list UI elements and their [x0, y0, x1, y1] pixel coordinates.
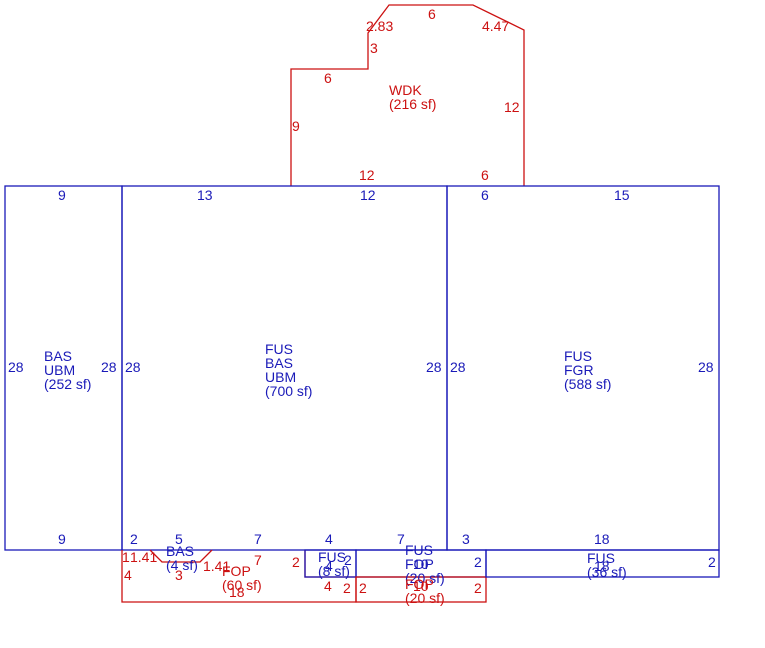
fgr-dim-top-right: 15	[614, 187, 630, 203]
fus-small-area: (8 sf)	[318, 563, 350, 579]
main-code-2: BAS	[265, 355, 293, 371]
fop-dim-left: 4	[124, 567, 132, 583]
fop-dim-diag-right: 1.41	[203, 558, 230, 574]
fgr-code-1: FUS	[564, 348, 592, 364]
fgr-dim-bottom: 18	[594, 531, 610, 547]
bas-small-code: BAS	[166, 543, 194, 559]
fus-small-dim-right: 2	[344, 552, 352, 568]
wdk-dim-right: 12	[504, 99, 520, 115]
main-dim-bottom-5: 7	[397, 531, 405, 547]
wdk-dim-bottom-right: 6	[481, 167, 489, 183]
wdk-dim-step: 6	[324, 70, 332, 86]
fus-fop-dim-bottom: 10	[413, 578, 429, 594]
bas-small-outline	[149, 549, 213, 563]
fus-fop-dim-right-upper: 2	[474, 554, 482, 570]
main-section: 13 12 28 28 2 5 7 4 7 FUS BAS UBM (700 s…	[121, 185, 448, 551]
fus-fop-dim-top: 10	[413, 556, 429, 572]
fus-small-dim-left: 4	[325, 558, 333, 574]
fus-fop-lower-outline	[355, 576, 487, 603]
bottom-strip: 1 1.41 4 3 1.41 7 2 4 2 18 FOP (60 sf) B…	[121, 542, 720, 606]
fop-dim-inner: 4	[324, 578, 332, 594]
fus-right-outline	[485, 549, 720, 578]
fgr-dim-left: 28	[450, 359, 466, 375]
main-code-1: FUS	[265, 341, 293, 357]
fgr-dim-bottom-left: 3	[462, 531, 470, 547]
main-dim-bottom-3: 7	[254, 531, 262, 547]
wdk-area: (216 sf)	[389, 96, 436, 112]
bas-left-dim-bottom: 9	[58, 531, 66, 547]
fop-code: FOP	[222, 563, 251, 579]
main-dim-top-left: 13	[197, 187, 213, 203]
fop-dim-mid: 3	[175, 567, 183, 583]
bas-left-section: 9 9 28 28 BAS UBM (252 sf)	[4, 185, 123, 551]
bas-small-area: (4 sf)	[166, 557, 198, 573]
fus-fop-area-b: (20 sf)	[405, 590, 445, 606]
main-dim-bottom-4: 4	[325, 531, 333, 547]
fop-dim-bottom: 18	[229, 584, 245, 600]
main-dim-left: 28	[125, 359, 141, 375]
wdk-section: 6 2.83 4.47 3 6 9 12 12 6 WDK (216 sf)	[290, 4, 525, 186]
fus-fop-code-fop: FOP	[405, 576, 434, 592]
main-dim-bottom-2: 5	[175, 531, 183, 547]
main-code-3: UBM	[265, 369, 296, 385]
fgr-code-2: FGR	[564, 362, 594, 378]
bas-left-dim-right: 28	[101, 359, 117, 375]
fop-dim-small: 2	[343, 580, 351, 596]
bas-left-area: (252 sf)	[44, 376, 91, 392]
fus-right-dim-right: 2	[708, 554, 716, 570]
fop-dim-one: 1	[122, 549, 130, 565]
fgr-dim-right: 28	[698, 359, 714, 375]
wdk-dim-bottom-left: 12	[359, 167, 375, 183]
bas-left-code-1: BAS	[44, 348, 72, 364]
wdk-dim-left: 9	[292, 118, 300, 134]
wdk-dim-top-left: 2.83	[366, 18, 393, 34]
fus-fop-code-1: FUS	[405, 542, 433, 558]
fop-area: (60 sf)	[222, 577, 262, 593]
fus-small-code: FUS	[318, 549, 346, 565]
wdk-dim-top-right: 4.47	[482, 18, 509, 34]
bas-left-dim-top: 9	[58, 187, 66, 203]
main-area: (700 sf)	[265, 383, 312, 399]
fus-right-area: (36 sf)	[587, 564, 627, 580]
fus-fop-dim-right-lower: 2	[474, 580, 482, 596]
main-dim-top-right: 12	[360, 187, 376, 203]
fus-fop-code-2: FOP	[405, 556, 434, 572]
fop-dim-top: 7	[254, 552, 262, 568]
fgr-section: 6 15 28 28 3 18 FUS FGR (588 sf)	[446, 185, 720, 551]
wdk-code: WDK	[389, 82, 422, 98]
bas-left-dim-left: 28	[8, 359, 24, 375]
wdk-dim-top: 6	[428, 6, 436, 22]
fus-fop-dim-left: 2	[359, 580, 367, 596]
main-dim-right: 28	[426, 359, 442, 375]
fus-fop-area-a: (20 sf)	[405, 570, 445, 586]
fop-dim-right: 2	[292, 554, 300, 570]
wdk-outline	[290, 4, 525, 186]
fgr-dim-top-left: 6	[481, 187, 489, 203]
fus-right-code: FUS	[587, 550, 615, 566]
bas-left-code-2: UBM	[44, 362, 75, 378]
wdk-dim-upper-left: 3	[370, 40, 378, 56]
fop-dim-diag-left: 1.41	[130, 549, 157, 565]
main-dim-bottom-1: 2	[130, 531, 138, 547]
fus-right-dim-top: 18	[594, 558, 610, 574]
fgr-area: (588 sf)	[564, 376, 611, 392]
